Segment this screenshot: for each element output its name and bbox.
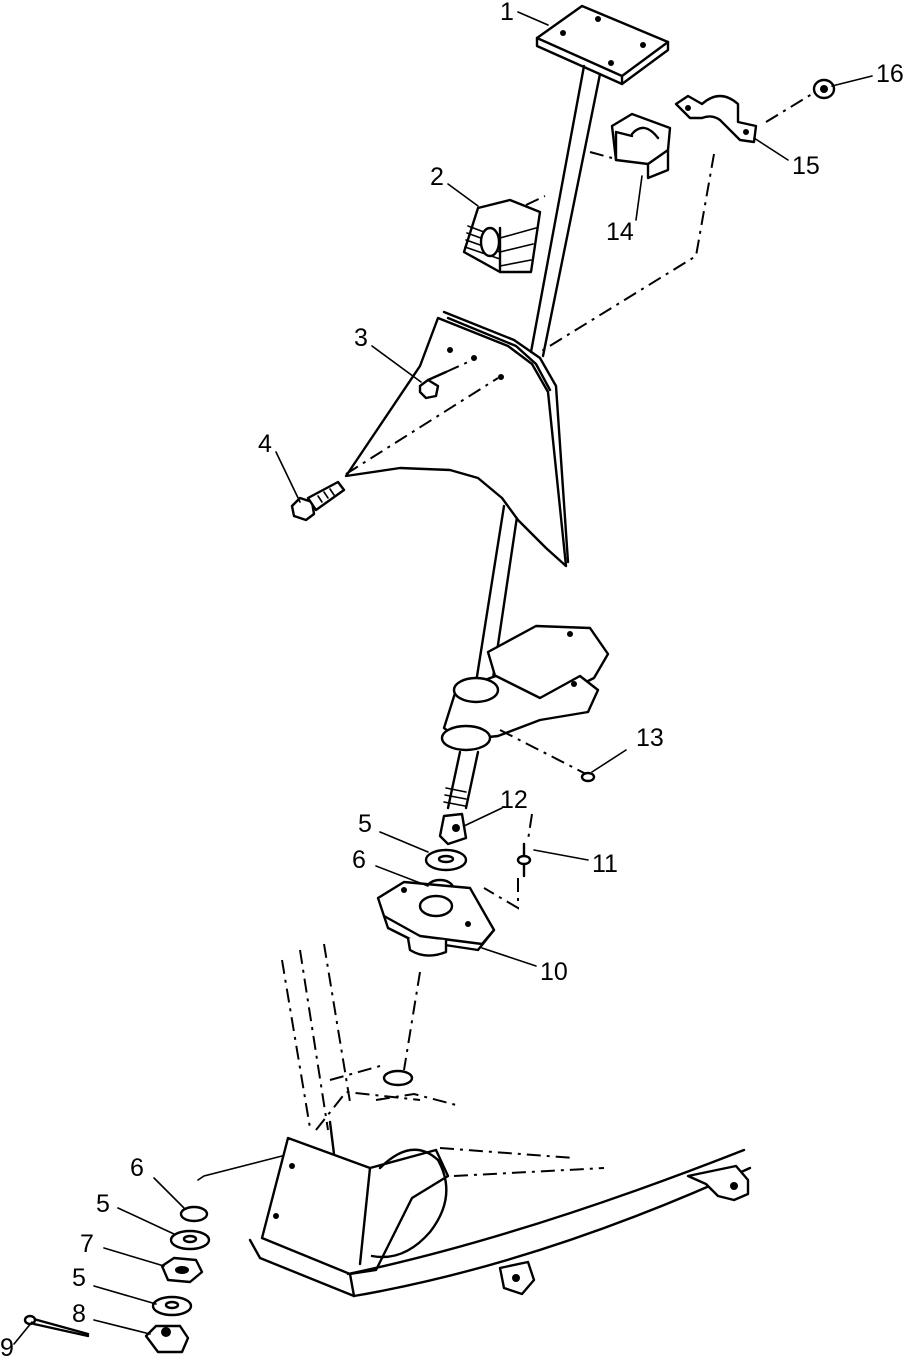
callout-5c: 5 (72, 1264, 86, 1292)
part-8-castle-nut (144, 1324, 190, 1354)
part-5-lower-washer-bottom (151, 1295, 193, 1317)
callout-1: 1 (500, 0, 514, 26)
ski-runner (248, 1148, 752, 1298)
callout-15: 15 (792, 152, 820, 180)
callout-3: 3 (354, 324, 368, 352)
lower-shaft (438, 750, 480, 846)
part-5-upper-washer (424, 848, 468, 872)
part-7-nut (160, 1256, 204, 1284)
leader-lines (13, 11, 873, 1345)
vehicle-frame (260, 943, 605, 1276)
callout-13: 13 (636, 724, 664, 752)
part-3-screw (418, 361, 469, 400)
part-2-rubber-block (462, 195, 546, 274)
callout-6b: 6 (130, 1154, 144, 1182)
callout-14: 14 (606, 218, 634, 246)
callout-6a: 6 (352, 846, 366, 874)
callout-8: 8 (72, 1300, 86, 1328)
callout-2: 2 (430, 163, 444, 191)
part-4-bolt (290, 480, 346, 522)
steering-shaft (470, 64, 602, 714)
part-1-mounting-plate (535, 4, 670, 86)
callout-11: 11 (592, 850, 618, 878)
callout-7: 7 (80, 1230, 94, 1258)
part-5-lower-washer-top (169, 1229, 211, 1251)
part-13-screw (580, 771, 596, 783)
part-16-nut (812, 78, 836, 100)
part-6-lower-ring (179, 1155, 283, 1223)
callout-5b: 5 (96, 1190, 110, 1218)
callout-4: 4 (258, 430, 272, 458)
callout-12: 12 (500, 786, 528, 814)
callout-10: 10 (540, 958, 568, 986)
part-15-clamp (539, 93, 813, 353)
callout-16: 16 (876, 60, 904, 88)
part-11-pin (483, 813, 533, 910)
callout-5a: 5 (358, 810, 372, 838)
part-14-u-bracket (589, 112, 672, 180)
part-10-bearing-block (376, 880, 496, 1071)
callout-9: 9 (0, 1334, 14, 1358)
steering-cover-plate (344, 310, 570, 568)
steering-arm-bracket (440, 624, 610, 775)
